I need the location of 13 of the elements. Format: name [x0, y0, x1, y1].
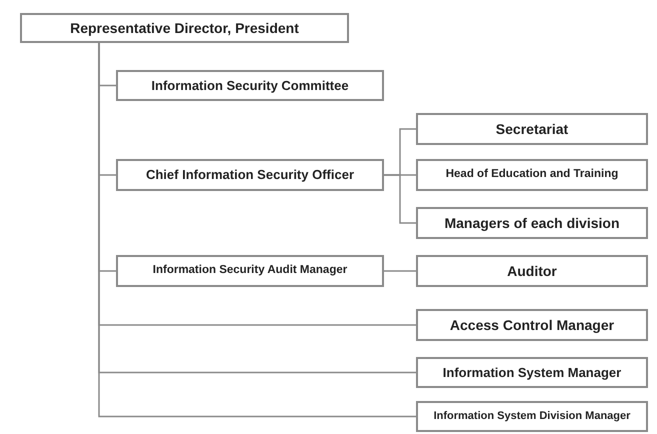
role-box: Chief Information Security Officer: [116, 159, 384, 191]
role-box: Access Control Manager: [416, 309, 648, 341]
connector-line: [384, 270, 416, 272]
connector-line: [384, 174, 416, 224]
role-box: Information Security Audit Manager: [116, 255, 384, 287]
role-box: Information System Division Manager: [416, 401, 648, 432]
role-box: Head of Education and Training: [416, 159, 648, 191]
role-box: Information Security Committee: [116, 70, 384, 101]
role-box: Managers of each division: [416, 207, 648, 239]
role-box: Representative Director, President: [20, 13, 349, 43]
role-box: Secretariat: [416, 113, 648, 145]
role-box: Information System Manager: [416, 357, 648, 388]
role-box: Auditor: [416, 255, 648, 287]
